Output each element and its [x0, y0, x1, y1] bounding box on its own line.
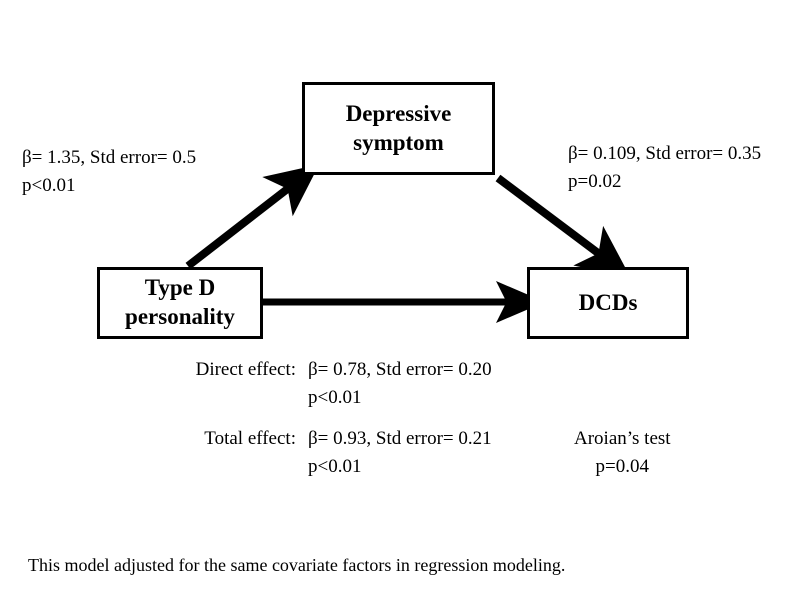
total-effect-values: β= 0.93, Std error= 0.21 p<0.01: [308, 425, 492, 480]
direct-effect-coefficients: β= 0.78, Std error= 0.20: [308, 359, 492, 380]
path-a-pvalue: p<0.01: [22, 174, 76, 196]
node-predictor-line2: personality: [125, 304, 235, 329]
arrow-predictor-to-mediator: [185, 164, 320, 270]
total-effect-coefficients: β= 0.93, Std error= 0.21: [308, 428, 492, 450]
path-b-coefficients: β= 0.109, Std error= 0.35: [568, 143, 762, 164]
node-predictor-line1: Type D: [144, 275, 216, 301]
aroian-test-label: Aroian’s test: [574, 428, 671, 449]
arrow-mediator-to-outcome: [495, 174, 631, 278]
node-type-d-personality: Type D personality: [97, 267, 263, 339]
footnote-text: This model adjusted for the same covaria…: [28, 555, 566, 575]
node-outcome-label: DCDs: [578, 289, 638, 315]
node-depressive-symptom: Depressive symptom: [302, 82, 495, 175]
aroian-test-annotation: Aroian’s test p=0.04: [574, 425, 671, 480]
total-effect-pvalue: p<0.01: [308, 455, 362, 477]
node-mediator-line2: symptom: [353, 129, 444, 155]
node-mediator-line1: Depressive: [345, 100, 452, 126]
total-effect-row: Total effect: β= 0.93, Std error= 0.21 p…: [168, 425, 492, 480]
path-a-coefficients: β= 1.35, Std error= 0.5: [22, 147, 197, 168]
total-effect-label: Total effect:: [204, 428, 296, 450]
path-b-pvalue: p=0.02: [568, 170, 622, 192]
aroian-test-pvalue: p=0.04: [595, 455, 650, 477]
effects-summary: Direct effect: β= 0.78, Std error= 0.20 …: [168, 356, 492, 494]
direct-effect-pvalue: p<0.01: [308, 386, 362, 408]
direct-effect-label: Direct effect:: [195, 359, 296, 380]
direct-effect-values: β= 0.78, Std error= 0.20 p<0.01: [308, 356, 492, 411]
edge-label-path-b: β= 0.109, Std error= 0.35 p=0.02: [568, 140, 761, 195]
direct-effect-row: Direct effect: β= 0.78, Std error= 0.20 …: [168, 356, 492, 411]
edge-label-path-a: β= 1.35, Std error= 0.5 p<0.01: [22, 144, 196, 199]
node-dcds: DCDs: [527, 267, 689, 339]
